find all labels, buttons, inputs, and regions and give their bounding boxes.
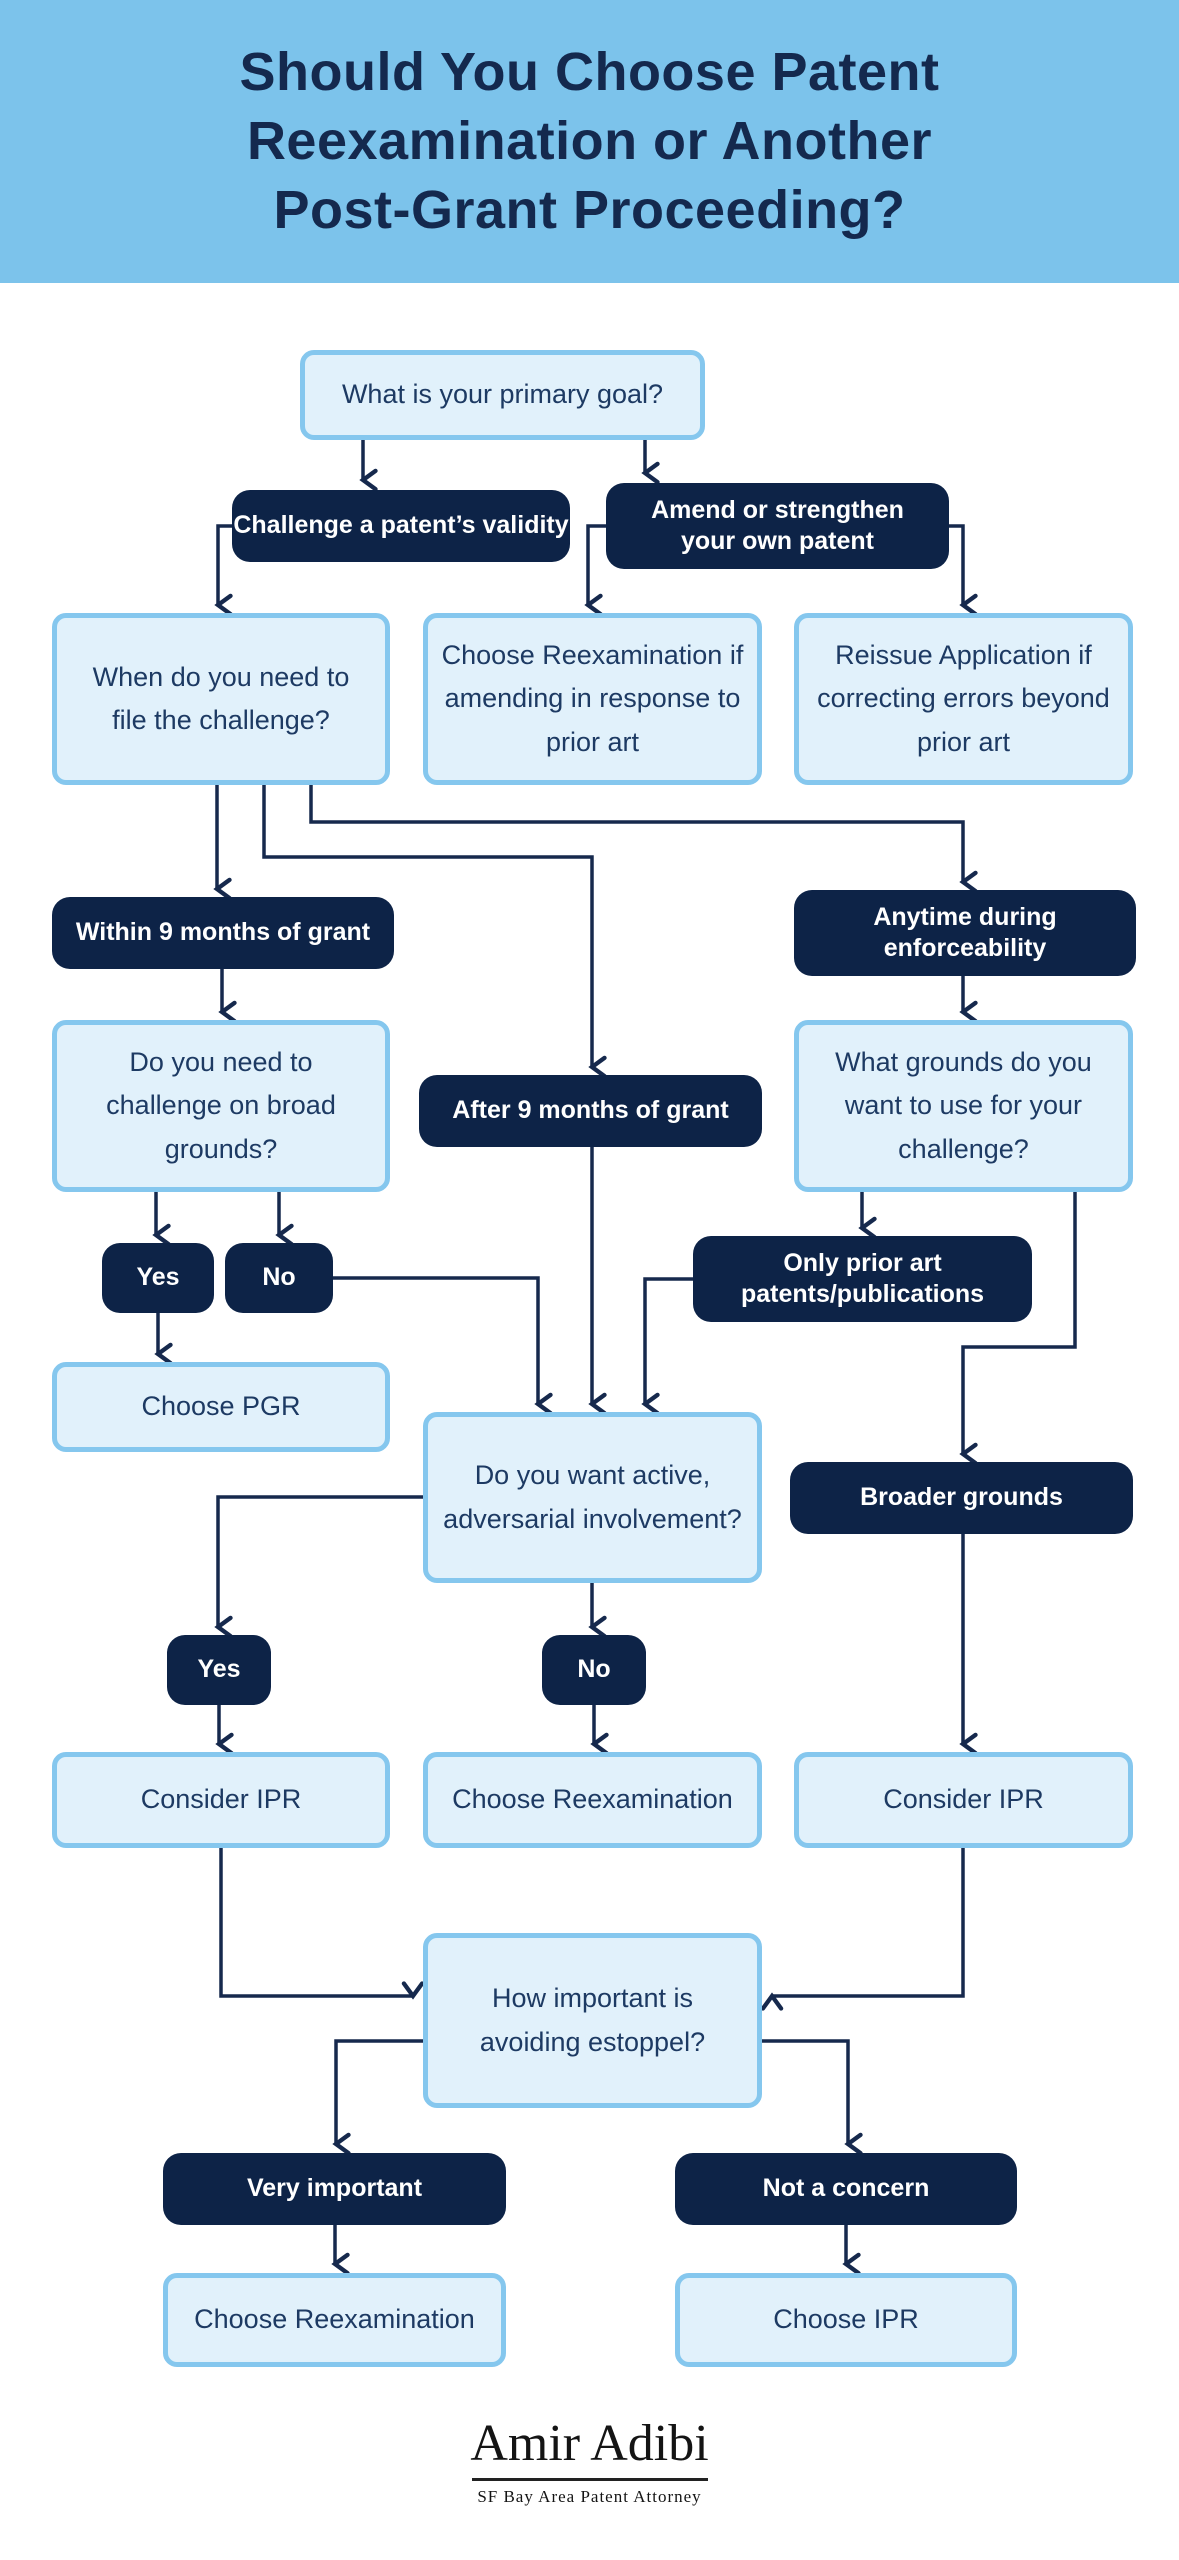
pill-amend-strengthen: Amend or strengthen your own patent	[606, 483, 949, 569]
pill-after-9-months: After 9 months of grant	[419, 1075, 762, 1147]
pill-very-important: Very important	[163, 2153, 506, 2225]
connector-amend-reexamif	[584, 524, 606, 617]
footer-logo: Amir Adibi SF Bay Area Patent Attorney	[0, 2418, 1179, 2507]
pill-no-involvement: No	[542, 1635, 646, 1705]
connector-when-after9	[262, 785, 607, 1079]
connector-challenge-when	[214, 524, 233, 617]
node-reissue-application: Reissue Application if correcting errors…	[794, 613, 1133, 785]
connector-iprleft-estoppel	[219, 1848, 425, 2000]
pill-broader-grounds: Broader grounds	[790, 1462, 1133, 1534]
node-what-grounds-question: What grounds do you want to use for your…	[794, 1020, 1133, 1192]
node-broad-grounds-question: Do you need to challenge on broad ground…	[52, 1020, 390, 1192]
node-adversarial-involvement-question: Do you want active, adversarial involvem…	[423, 1412, 762, 1583]
connector-when-anytime	[309, 785, 978, 894]
connector-estoppel-notconc	[762, 2039, 863, 2156]
header-band: Should You Choose Patent Reexamination o…	[0, 0, 1179, 283]
pill-yes-broad-grounds: Yes	[102, 1243, 214, 1313]
node-consider-ipr-left: Consider IPR	[52, 1752, 390, 1848]
footer-brand-name: Amir Adibi	[470, 2415, 709, 2472]
connector-involve-yes2	[214, 1495, 423, 1639]
pill-challenge-validity: Challenge a patent’s validity	[232, 490, 570, 562]
connector-grounds-broader	[959, 1192, 1077, 1466]
connector-iprright-estoppel	[760, 1848, 965, 2011]
node-reexamination-if-amending: Choose Reexamination if amending in resp…	[423, 613, 762, 785]
connector-amend-reissue	[949, 524, 978, 617]
node-choose-reexamination-mid: Choose Reexamination	[423, 1752, 762, 1848]
footer-divider	[471, 2478, 708, 2481]
node-choose-reexamination-final: Choose Reexamination	[163, 2273, 506, 2367]
pill-not-a-concern: Not a concern	[675, 2153, 1017, 2225]
node-estoppel-question: How important is avoiding estoppel?	[423, 1933, 762, 2108]
pill-no-broad-grounds: No	[225, 1243, 333, 1313]
page-title: Should You Choose Patent Reexamination o…	[239, 41, 940, 241]
pill-within-9-months: Within 9 months of grant	[52, 897, 394, 969]
node-choose-ipr-final: Choose IPR	[675, 2273, 1017, 2367]
pill-yes-involvement: Yes	[167, 1635, 271, 1705]
node-when-to-file: When do you need to file the challenge?	[52, 613, 390, 785]
footer-tagline: SF Bay Area Patent Attorney	[477, 2487, 702, 2506]
connector-no1-involve	[333, 1276, 553, 1416]
node-primary-goal: What is your primary goal?	[300, 350, 705, 440]
connector-estoppel-veryimp	[332, 2039, 423, 2156]
pill-only-prior-art: Only prior art patents/publications	[693, 1236, 1032, 1322]
node-choose-pgr: Choose PGR	[52, 1362, 390, 1452]
connector-onlyprior-involve	[641, 1277, 693, 1416]
node-consider-ipr-right: Consider IPR	[794, 1752, 1133, 1848]
pill-anytime-enforceability: Anytime during enforceability	[794, 890, 1136, 976]
